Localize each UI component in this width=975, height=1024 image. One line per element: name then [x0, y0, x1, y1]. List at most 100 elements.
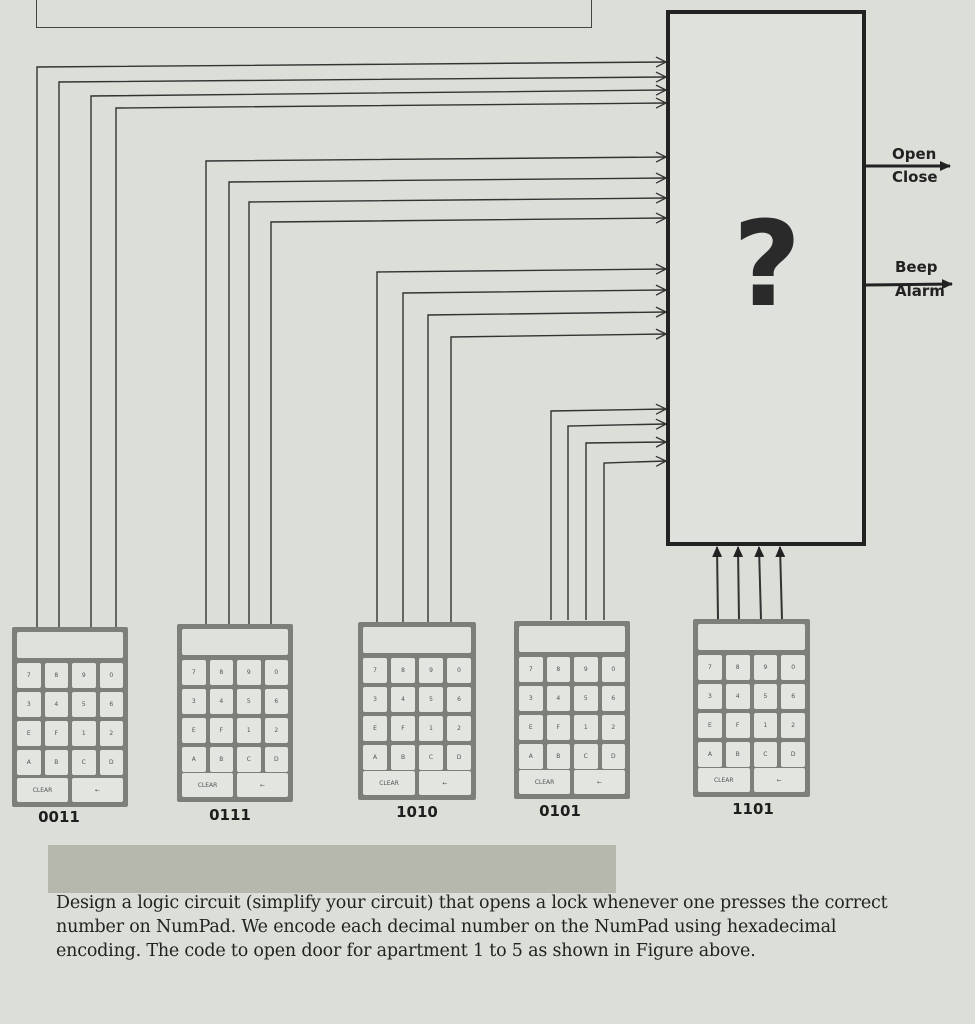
- wire-kp5-bit3: [712, 546, 723, 621]
- keypad-key: 3: [182, 689, 206, 714]
- keypad-backspace-key: ←: [753, 768, 805, 792]
- keypad-key: E: [698, 713, 722, 738]
- keypad-key: A: [363, 745, 387, 770]
- keypad-3-code: 1010: [396, 803, 438, 821]
- keypad-key: B: [44, 750, 68, 775]
- keypad-key: 2: [601, 715, 625, 740]
- wire-kp1-bit0: [115, 103, 666, 628]
- logic-circuit-box: [666, 10, 866, 546]
- keypad-key: 6: [264, 689, 288, 714]
- keypad-key: F: [391, 716, 415, 741]
- keypad-display: [182, 629, 288, 655]
- output-beep-label: Beep: [895, 258, 938, 276]
- keypad-key: 6: [447, 687, 471, 712]
- keypad-key: 2: [264, 718, 288, 743]
- keypad-key: A: [182, 747, 206, 772]
- keypad-key: 4: [44, 692, 68, 717]
- keypad-key: 2: [781, 713, 805, 738]
- keypad-backspace-key: ←: [237, 773, 288, 797]
- keypad-key: 3: [519, 686, 543, 711]
- keypad-key: 9: [419, 658, 443, 683]
- keypad-key: 1: [574, 715, 598, 740]
- keypad-backspace-key: ←: [72, 778, 123, 802]
- keypad-key: 1: [753, 713, 778, 738]
- keypad-key: 2: [447, 716, 471, 741]
- problem-statement: Design a logic circuit (simplify your ci…: [56, 893, 888, 961]
- wire-kp4-bit2: [567, 424, 666, 620]
- keypad-key: 7: [519, 657, 543, 682]
- keypad-key: F: [44, 721, 68, 746]
- keypad-key: E: [519, 715, 543, 740]
- keypad-key: 4: [725, 684, 750, 709]
- keypad-key: A: [519, 744, 543, 769]
- keypad-key: C: [419, 745, 443, 770]
- keypad-key: 4: [391, 687, 415, 712]
- wire-kp2-bit2: [228, 178, 666, 624]
- keypad-key: 6: [601, 686, 625, 711]
- wire-kp3-bit1: [427, 312, 666, 622]
- keypad-key: 5: [72, 692, 96, 717]
- keypad-key: 7: [17, 663, 41, 688]
- keypad-key: 7: [363, 658, 387, 683]
- keypad-key: 0: [447, 658, 471, 683]
- keypad-key: 5: [753, 684, 778, 709]
- keypad-key: 7: [698, 655, 722, 680]
- keypad-key: 6: [99, 692, 123, 717]
- keypad-display: [17, 632, 123, 658]
- keypad-key: D: [264, 747, 288, 772]
- keypad-clear-key: CLEAR: [519, 770, 570, 794]
- keypad-key: 8: [391, 658, 415, 683]
- wire-kp1-bit1: [90, 90, 666, 628]
- keypad-clear-key: CLEAR: [17, 778, 68, 802]
- keypad-display: [363, 627, 471, 653]
- keypad-2-code: 0111: [209, 806, 251, 824]
- keypad-4-code: 0101: [539, 802, 581, 820]
- wire-kp3-bit0: [450, 334, 666, 622]
- wire-kp4-bit1: [585, 442, 666, 620]
- keypad-key: D: [601, 744, 625, 769]
- keypad-key: 8: [546, 657, 570, 682]
- output-close-label: Close: [892, 168, 938, 186]
- keypad-key: D: [447, 745, 471, 770]
- wire-kp3-bit2: [402, 290, 666, 622]
- wire-kp2-bit3: [205, 157, 666, 624]
- keypad-key: C: [237, 747, 261, 772]
- output-open-label: Open: [892, 145, 937, 163]
- keypad-key: 6: [781, 684, 805, 709]
- keypad-display: [698, 624, 805, 650]
- keypad-key: F: [209, 718, 233, 743]
- wire-kp5-bit1: [754, 546, 765, 621]
- keypad-1-code: 0011: [38, 808, 80, 826]
- keypad-key: 5: [574, 686, 598, 711]
- output-alarm-label: Alarm: [895, 282, 945, 300]
- keypad-key: C: [574, 744, 598, 769]
- keypad-backspace-key: ←: [419, 771, 471, 795]
- keypad-display: [519, 626, 625, 652]
- keypad-key: 0: [99, 663, 123, 688]
- keypad-key: D: [781, 742, 805, 767]
- wire-kp1-bit3: [36, 62, 666, 628]
- keypad-key: 9: [72, 663, 96, 688]
- keypad-key: B: [725, 742, 750, 767]
- keypad-backspace-key: ←: [574, 770, 625, 794]
- keypad-key: 9: [753, 655, 778, 680]
- wire-kp5-bit2: [733, 546, 744, 621]
- question-mark-icon: ?: [732, 195, 802, 333]
- wire-kp2-bit1: [248, 198, 666, 624]
- keypad-key: 8: [209, 660, 233, 685]
- keypad-clear-key: CLEAR: [698, 768, 750, 792]
- keypad-key: 3: [698, 684, 722, 709]
- output-beep-alarm-arrow: [865, 279, 953, 290]
- keypad-clear-key: CLEAR: [363, 771, 415, 795]
- keypad-key: 1: [237, 718, 261, 743]
- keypad-key: 5: [419, 687, 443, 712]
